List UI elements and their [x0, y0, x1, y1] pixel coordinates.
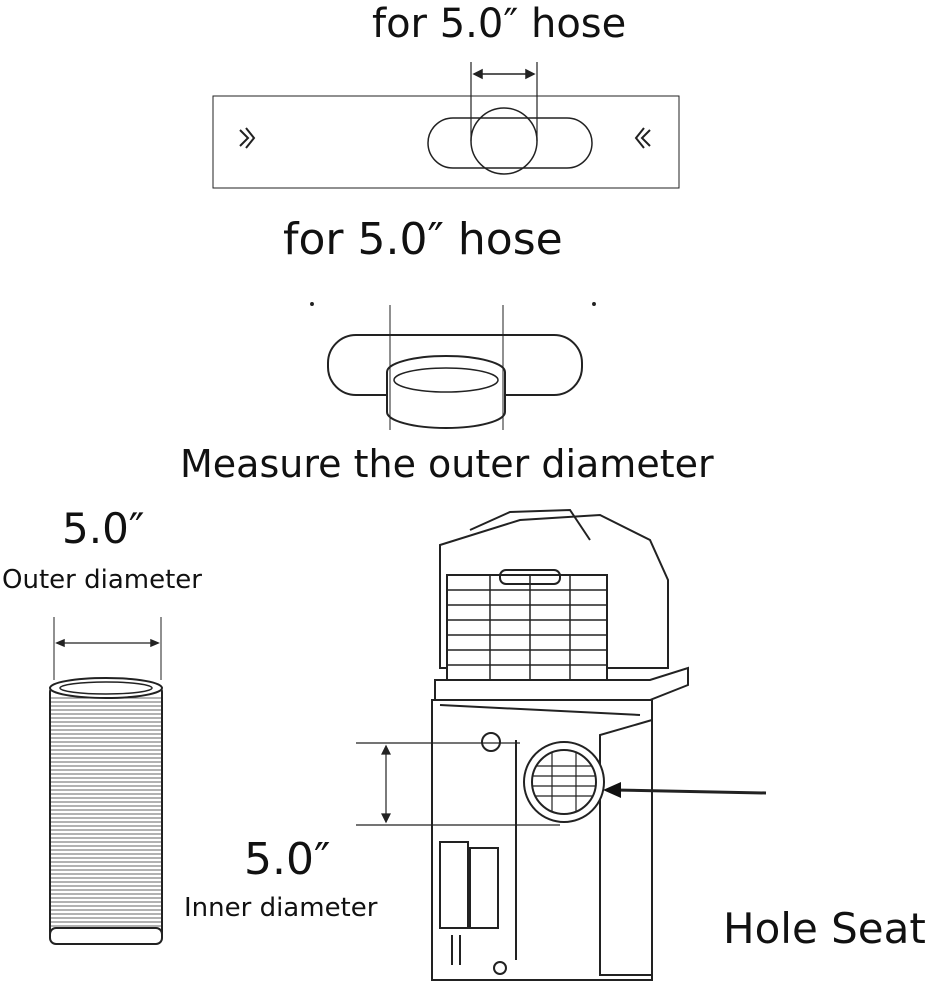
flexible-hose — [49, 617, 163, 945]
window-kit-label: for 5.0″ hose — [372, 1, 627, 47]
unit-size: 5.0″ — [244, 834, 331, 885]
inner-diameter-dimension — [356, 742, 560, 826]
latch-right-icon — [634, 127, 651, 149]
outer-diameter-caption: Outer diameter — [2, 565, 202, 595]
hose-adapter — [310, 302, 596, 430]
measure-instruction: Measure the outer diameter — [180, 442, 714, 486]
portable-ac-unit — [431, 508, 689, 981]
hose-size: 5.0″ — [62, 504, 145, 553]
hole-seat-arrow — [603, 782, 767, 798]
hole-seat-callout: Hole Seat — [723, 904, 926, 953]
inner-diameter-caption: Inner diameter — [184, 893, 378, 923]
latch-left-icon — [239, 127, 256, 149]
window-slider-panel — [212, 62, 680, 189]
adapter-label: for 5.0″ hose — [283, 214, 563, 265]
